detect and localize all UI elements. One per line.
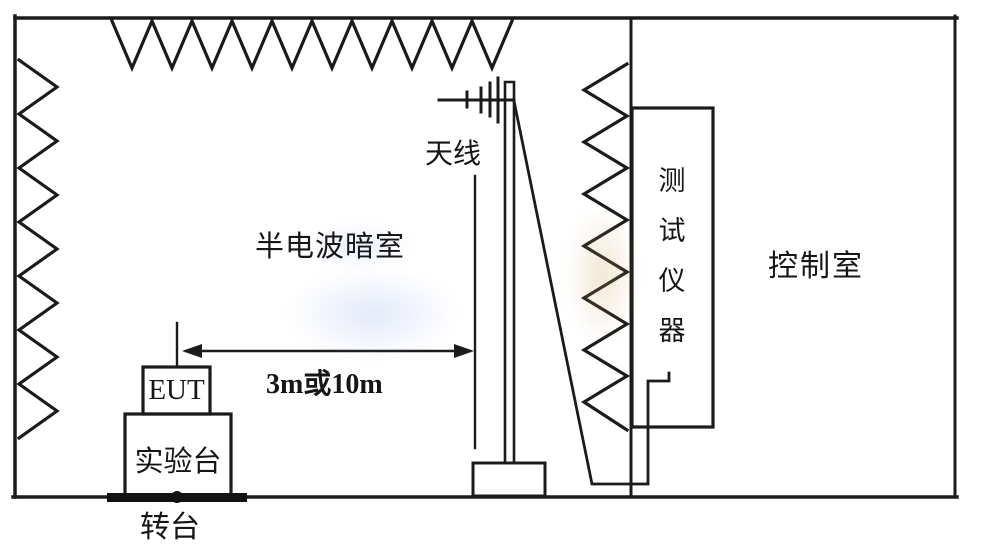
absorber-cones-top <box>109 16 515 73</box>
distance-label: 3m或10m <box>266 369 383 400</box>
turntable-pivot <box>171 491 183 503</box>
antenna-cable <box>512 99 671 486</box>
eut-label: EUT <box>148 374 205 406</box>
absorber-cones-left <box>16 57 60 441</box>
dimension-arrow <box>175 174 477 450</box>
instruments-label-char: 测 <box>658 166 686 196</box>
instruments-box <box>630 106 715 429</box>
turntable <box>107 491 247 503</box>
instruments-label: 测 试 仪 器 <box>643 156 701 356</box>
antenna-icon <box>437 76 516 124</box>
instruments-label-char: 仪 <box>658 266 686 296</box>
antenna-label: 天线 <box>425 139 482 170</box>
arrowhead-right <box>454 344 474 358</box>
chamber-label: 半电波暗室 <box>255 231 406 263</box>
mast-base <box>471 461 547 498</box>
instruments-label-char: 试 <box>658 216 686 246</box>
turntable-label: 转台 <box>140 511 200 544</box>
arrowhead-left <box>182 344 202 358</box>
bench-label: 实验台 <box>134 446 222 478</box>
antenna-mast <box>471 80 547 498</box>
instruments-label-char: 器 <box>658 316 686 346</box>
absorber-cones-inner-wall <box>580 61 631 433</box>
control-room-label: 控制室 <box>768 250 864 283</box>
mast-pole <box>503 80 516 465</box>
